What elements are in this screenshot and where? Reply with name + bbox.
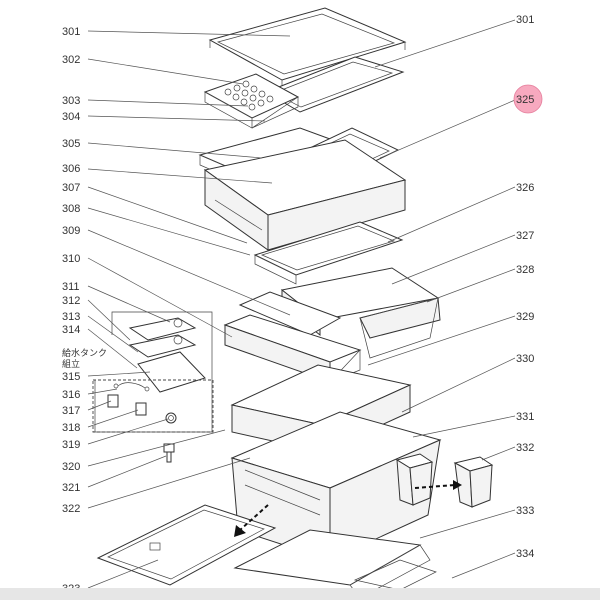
label-309: 309 — [62, 225, 80, 237]
part-number-labels: 301 301 302 303 304 305 306 307 308 309 … — [62, 14, 534, 595]
leader-lines — [87, 19, 516, 589]
label-322: 322 — [62, 503, 80, 515]
part-306-chilled-case — [203, 139, 407, 251]
label-308: 308 — [62, 203, 80, 215]
label-303: 303 — [62, 95, 80, 107]
label-328: 328 — [516, 264, 534, 276]
label-333: 333 — [516, 505, 534, 517]
label-302: 302 — [62, 54, 80, 66]
label-330: 330 — [516, 353, 534, 365]
label-312: 312 — [62, 295, 80, 307]
part-310-tray — [223, 314, 362, 383]
label-321: 321 — [62, 482, 80, 494]
label-325: 325 — [516, 94, 534, 106]
part-302-egg-tray — [203, 73, 300, 129]
part-333-lower-case — [233, 529, 437, 599]
part-332-small-bin — [395, 453, 494, 508]
label-301-left: 301 — [62, 26, 80, 38]
water-tank-label-line2: 組立 — [62, 358, 80, 370]
part-301-top-shelf — [208, 7, 407, 88]
water-tank-assembly — [94, 311, 213, 433]
arrow-head-322 — [234, 525, 246, 537]
label-304: 304 — [62, 111, 80, 123]
label-306: 306 — [62, 163, 80, 175]
label-310: 310 — [62, 253, 80, 265]
label-320: 320 — [62, 461, 80, 473]
label-305: 305 — [62, 138, 80, 150]
label-327: 327 — [516, 230, 534, 242]
part-326-drawer — [253, 221, 404, 285]
bottom-strip — [0, 588, 600, 600]
label-314: 314 — [62, 324, 80, 336]
label-307: 307 — [62, 182, 80, 194]
label-316: 316 — [62, 389, 80, 401]
egg-cups — [224, 80, 274, 111]
move-arrow-322 — [239, 504, 269, 531]
label-334: 334 — [516, 548, 534, 560]
highlight-marker-325 — [513, 84, 543, 114]
label-332: 332 — [516, 442, 534, 454]
label-311: 311 — [62, 281, 80, 293]
label-313: 313 — [62, 311, 80, 323]
small-fittings — [107, 382, 177, 463]
label-318: 318 — [62, 422, 80, 434]
label-315: 315 — [62, 371, 80, 383]
part-322-bottom-tray — [96, 504, 277, 586]
label-326: 326 — [516, 182, 534, 194]
dashed-group-316-319 — [92, 379, 214, 433]
arrow-head-332 — [453, 480, 462, 490]
part-301-glass-frame — [264, 56, 405, 113]
label-317: 317 — [62, 405, 80, 417]
label-329: 329 — [516, 311, 534, 323]
part-309-plate — [238, 291, 342, 336]
label-319: 319 — [62, 439, 80, 451]
label-301-right: 301 — [516, 14, 534, 26]
water-tank-label-line1: 給水タンク — [62, 347, 107, 359]
label-331: 331 — [516, 411, 534, 423]
